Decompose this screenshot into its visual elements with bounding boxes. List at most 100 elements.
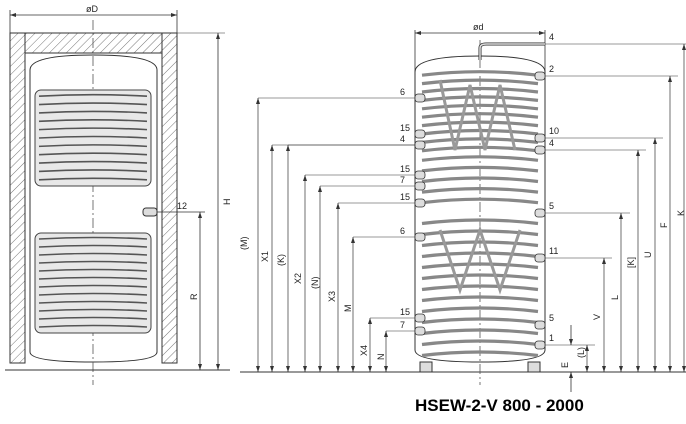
connection-number-left: 4 [400, 134, 405, 144]
coil-turn [38, 260, 148, 264]
dim-E-label: E [560, 362, 570, 368]
dim-F-arrow-bottom [668, 366, 672, 372]
dim-V-label: V [592, 314, 602, 320]
coil-turn [421, 70, 539, 77]
dim-X4-arrow-bottom [368, 366, 372, 372]
lower-coil [38, 236, 148, 328]
coil-turn [421, 86, 539, 94]
dim-X4-arrow-top [368, 318, 372, 324]
coil-turn [38, 244, 148, 248]
dim-K-bracket-arrow-bottom [636, 366, 640, 372]
connection-stub-right [534, 208, 546, 218]
height-H-arrow-top [216, 33, 220, 39]
connection-stub-right [534, 133, 546, 143]
dim-F-label: F [659, 222, 669, 228]
connection-number-left: 6 [400, 87, 405, 97]
coil-turn [38, 324, 148, 328]
coil-turn [421, 295, 539, 303]
coil-turn [421, 103, 539, 111]
coil-turn [38, 160, 148, 164]
coil-turn [421, 112, 539, 119]
diameter-D-arrow-right [171, 13, 177, 17]
height-R-arrow-top [198, 212, 202, 218]
dim-N-paren-label: (N) [310, 277, 320, 290]
coil-turn [421, 240, 539, 248]
dim-V-arrow-top [602, 258, 606, 264]
height-H-label: H [222, 199, 232, 206]
connection-12-stub [142, 207, 158, 217]
dim-M-paren-arrow-top [256, 98, 260, 104]
diameter-d-arrow-right [539, 31, 545, 35]
left-tank-view: 12 øD H R [5, 4, 232, 385]
dim-K-paren-arrow-top [286, 145, 290, 151]
diameter-D-arrow-left [10, 13, 16, 17]
lower-coil-outline [34, 232, 152, 334]
connection-stub-right [534, 71, 546, 81]
coil-turn [421, 251, 539, 259]
coil-turn [38, 236, 148, 240]
diameter-d-label: ød [473, 22, 484, 32]
dim-N-paren-arrow-bottom [318, 366, 322, 372]
dim-X1-label: X1 [260, 251, 270, 262]
coil-turn [421, 187, 539, 194]
connection-stub-right [534, 253, 546, 263]
coil-turn [38, 169, 148, 173]
dim-N-arrow-bottom [384, 366, 388, 372]
connection-number-left: 15 [400, 307, 410, 317]
coil-turn [38, 276, 148, 280]
dim-X1-arrow-bottom [270, 366, 274, 372]
connection-number-left: 7 [400, 320, 405, 330]
coil-turn [421, 317, 539, 325]
coil-turn [421, 95, 539, 102]
height-R-label: R [189, 293, 199, 300]
dim-L-paren-arrow-bottom [585, 366, 589, 372]
connection-number-right: 10 [549, 126, 559, 136]
dim-M-label: M [343, 305, 353, 313]
dim-X2-arrow-bottom [303, 366, 307, 372]
coil-turn [38, 135, 148, 139]
coil-turn [38, 300, 148, 304]
dim-E-arrowhead-lower [569, 372, 573, 378]
coil-turn [38, 177, 148, 181]
connection-stub-left [414, 129, 426, 139]
connection-stub-left [414, 198, 426, 208]
dim-U-label: U [643, 252, 653, 259]
coil-turn [38, 102, 148, 106]
dim-L-paren-arrow-top [585, 345, 589, 351]
dim-K-arrow-bottom [682, 366, 686, 372]
right-insulation-wall [161, 32, 178, 364]
dim-F-arrow-top [668, 76, 672, 82]
dim-X3-label: X3 [327, 291, 337, 302]
heating-coils [421, 70, 539, 358]
connection-number-right: 5 [549, 313, 554, 323]
dim-K-paren-label: (K) [276, 254, 286, 266]
connection-stub-left [414, 181, 426, 191]
coil-turn [421, 284, 539, 292]
dim-X1-arrow-top [270, 145, 274, 151]
dim-E-arrowhead-upper [569, 339, 573, 345]
dim-X2-arrow-top [303, 175, 307, 181]
coil-turn [38, 152, 148, 156]
connection-number-left: 7 [400, 175, 405, 185]
left-insulation-wall [9, 32, 26, 364]
dim-N-label: N [376, 354, 386, 361]
coil-turn [38, 316, 148, 320]
connection-number-right: 2 [549, 64, 554, 74]
dim-L-label: L [610, 295, 620, 300]
coil-turn [38, 292, 148, 296]
dim-X3-arrow-bottom [336, 366, 340, 372]
dim-M-paren-arrow-bottom [256, 366, 260, 372]
connection-stub-left [414, 313, 426, 323]
coil-turn [421, 155, 539, 162]
dim-M-arrow-top [351, 237, 355, 243]
dim-K-bracket-label: [K] [626, 257, 636, 268]
connection-stub-right [534, 320, 546, 330]
diameter-d-arrow-left [415, 31, 421, 35]
dim-X4-label: X4 [359, 345, 369, 356]
coil-turn [421, 176, 539, 184]
connection-number-left: 15 [400, 123, 410, 133]
